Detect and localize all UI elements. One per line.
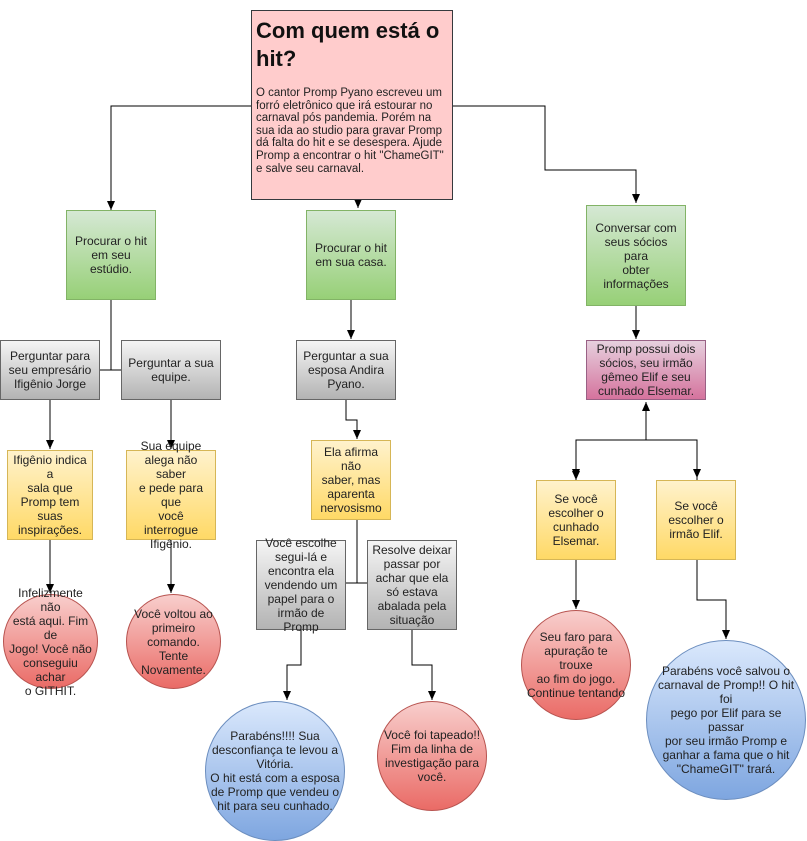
node-ask-manager: Perguntar para seu empresário Ifigênio J… — [0, 340, 100, 400]
node-leave-it: Resolve deixar passar por achar que ela … — [367, 540, 457, 630]
node-ask-partners: Conversar com seus sócios para obter inf… — [586, 205, 686, 306]
end-fooled: Você foi tapeado!! Fim da linha de inves… — [377, 701, 487, 811]
node-ask-wife: Perguntar a sua esposa Andira Pyano. — [296, 340, 396, 400]
node-follow-wife: Você escolhe segui-lá e encontra ela ven… — [256, 536, 346, 634]
edge-follow-to-victory — [283, 630, 302, 700]
edge-wife-to-denies — [345, 400, 361, 439]
edge-elif-to-end — [696, 560, 730, 639]
node-ask-team: Perguntar a sua equipe. — [121, 340, 221, 400]
node-choose-elsemar: Se você escolher o cunhado Elsemar. — [536, 480, 616, 560]
edge-studio-to-choices — [100, 300, 123, 371]
node-two-partners: Promp possui dois sócios, seu irmão gême… — [586, 340, 706, 400]
node-search-home: Procurar o hit em sua casa. — [306, 210, 396, 300]
edge-intro-to-partners — [453, 105, 640, 203]
end-back-to-start: Você voltou ao primeiro comando. Tente N… — [126, 594, 221, 689]
edge-denies-to-branches — [346, 520, 368, 584]
end-not-here: Infelizmente não está aqui. Fim de Jogo!… — [3, 586, 98, 698]
edge-split-to-two — [576, 439, 698, 480]
edge-intro-to-studio — [107, 105, 251, 210]
intro-text: O cantor Promp Pyano escreveu um forró e… — [256, 87, 444, 175]
end-victory-elif: Parabéns você salvou o carnaval de Promp… — [646, 640, 806, 800]
end-victory-wife: Parabéns!!!! Sua desconfiança te levou a… — [205, 701, 345, 841]
edge-leave-to-fooled — [411, 630, 436, 700]
node-ifigenio-room: Ifigênio indica a sala que Promp tem sua… — [7, 450, 93, 540]
intro-box: Com quem está o hit? O cantor Promp Pyan… — [251, 10, 453, 200]
node-search-studio: Procurar o hit em seu estúdio. — [66, 210, 156, 300]
diagram-title: Com quem está o hit? — [256, 18, 440, 71]
node-choose-elif: Se você escolher o irmão Elif. — [656, 480, 736, 560]
node-team-excuse: Sua equipe alega não saber e pede para q… — [126, 439, 216, 551]
end-wrong-guess: Seu faro para apuração te trouxe ao fim … — [521, 610, 631, 720]
node-wife-denies: Ela afirma não saber, mas aparenta nervo… — [311, 440, 391, 520]
